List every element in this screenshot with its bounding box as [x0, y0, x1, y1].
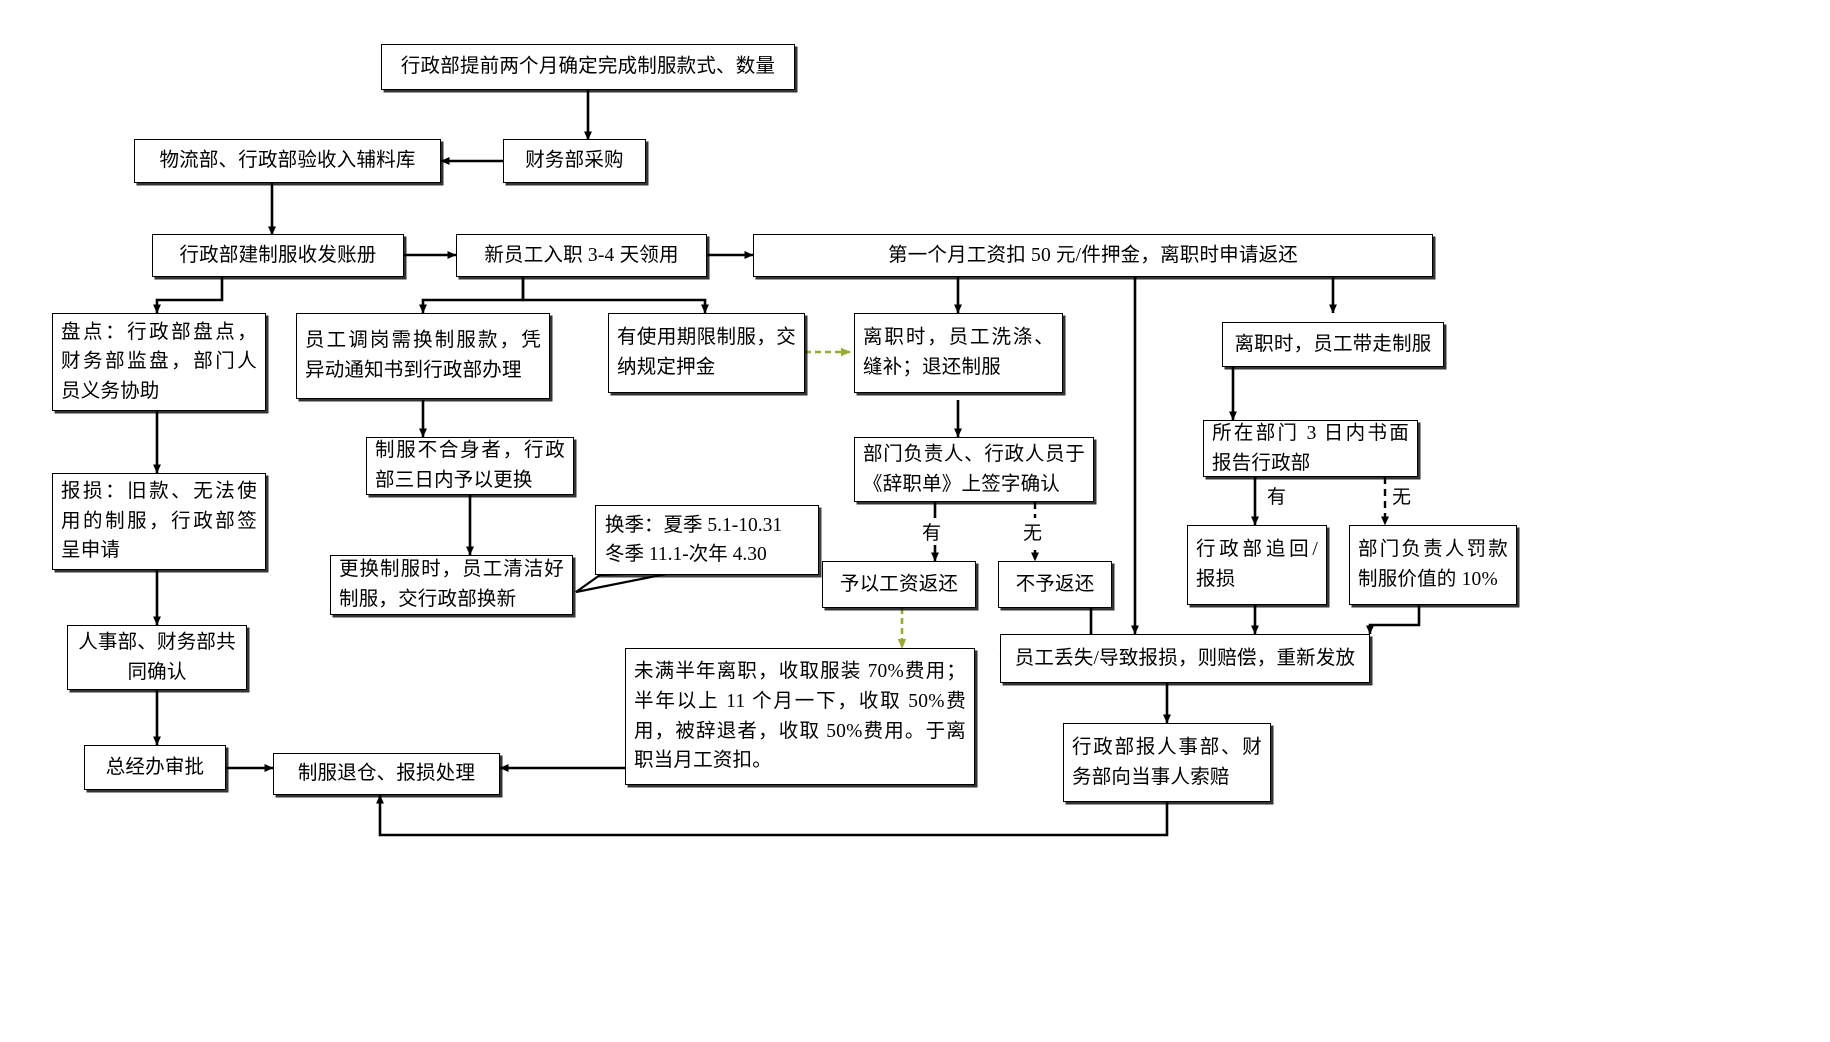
edge-label-no-resign: 无 — [1021, 518, 1045, 545]
node-no-refund[interactable]: 不予返还 — [998, 561, 1112, 608]
node-resignation-form-sign[interactable]: 部门负责人、行政人员于《辞职单》上签字确认 — [854, 437, 1094, 502]
node-resign-fee-rules[interactable]: 未满半年离职，收取服装 70%费用；半年以上 11 个月一下，收取 50%费用，… — [625, 648, 975, 785]
callout-season-change: 换季：夏季 5.1-10.31 冬季 11.1-次年 4.30 — [595, 505, 819, 575]
node-gm-approval[interactable]: 总经办审批 — [84, 745, 226, 790]
node-stocktake[interactable]: 盘点：行政部盘点，财务部监盘，部门人员义务协助 — [52, 313, 266, 411]
node-clean-before-exchange[interactable]: 更换制服时，员工清洁好制服，交行政部换新 — [330, 555, 573, 615]
edge-label-no-report: 无 — [1390, 482, 1414, 509]
node-scrap-report[interactable]: 报损：旧款、无法使用的制服，行政部签呈申请 — [52, 473, 266, 570]
node-salary-refund[interactable]: 予以工资返还 — [822, 561, 976, 608]
node-hr-finance-confirm[interactable]: 人事部、财务部共同确认 — [67, 625, 247, 690]
node-admin-recover[interactable]: 行政部追回/报损 — [1187, 525, 1327, 605]
node-return-scrap-handling[interactable]: 制服退仓、报损处理 — [273, 753, 500, 795]
node-finance-purchase[interactable]: 财务部采购 — [503, 139, 646, 183]
node-uniform-ledger[interactable]: 行政部建制服收发账册 — [152, 234, 404, 277]
node-resign-keep-uniform[interactable]: 离职时，员工带走制服 — [1222, 322, 1444, 367]
node-manager-fine[interactable]: 部门负责人罚款制服价值的 10% — [1349, 525, 1517, 605]
callout-line-1: 换季：夏季 5.1-10.31 — [605, 515, 783, 536]
callout-line-2: 冬季 11.1-次年 4.30 — [605, 544, 767, 566]
node-ill-fitting-replace[interactable]: 制服不合身者，行政部三日内予以更换 — [366, 437, 574, 495]
node-transfer-change[interactable]: 员工调岗需换制服款，凭异动通知书到行政部办理 — [296, 313, 550, 399]
node-first-month-deposit[interactable]: 第一个月工资扣 50 元/件押金，离职时申请返还 — [753, 234, 1433, 277]
node-dept-written-report[interactable]: 所在部门 3 日内书面报告行政部 — [1203, 420, 1418, 477]
node-new-hire-issue[interactable]: 新员工入职 3-4 天领用 — [456, 234, 707, 277]
edge-label-yes-report: 有 — [1265, 482, 1289, 509]
node-loss-compensate[interactable]: 员工丢失/导致报损，则赔偿，重新发放 — [1000, 634, 1370, 683]
node-uniform-plan[interactable]: 行政部提前两个月确定完成制服款式、数量 — [381, 44, 795, 90]
node-resign-wash-return[interactable]: 离职时，员工洗涤、缝补；退还制服 — [854, 313, 1063, 393]
edge-label-yes-resign: 有 — [920, 518, 944, 545]
node-claim-from-person[interactable]: 行政部报人事部、财务部向当事人索赔 — [1063, 723, 1271, 802]
node-limited-life-deposit[interactable]: 有使用期限制服，交纳规定押金 — [608, 313, 805, 393]
node-logistics-receive[interactable]: 物流部、行政部验收入辅料库 — [134, 139, 441, 183]
